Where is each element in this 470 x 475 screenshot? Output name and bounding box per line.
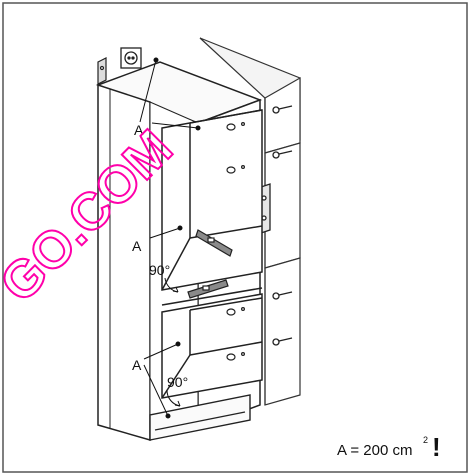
adjacent-cabinets — [199, 37, 301, 406]
power-socket-icon — [120, 47, 142, 69]
screw-icon — [272, 337, 293, 346]
angle-marker — [164, 277, 181, 407]
leader-lines — [139, 57, 201, 419]
spirit-level-icon — [187, 279, 229, 299]
label-a-lower: A — [132, 357, 142, 373]
angle-label-middle: 90° — [149, 262, 170, 278]
spirit-level-icon — [195, 229, 233, 257]
interior-screws — [226, 121, 246, 361]
screw-icon — [226, 165, 246, 174]
side-screws — [272, 105, 293, 346]
angle-label-lower: 90° — [167, 374, 188, 390]
area-exponent: 2 — [423, 435, 428, 445]
niche-openings — [161, 109, 263, 399]
screw-icon — [226, 307, 246, 316]
label-a-middle: A — [132, 238, 142, 254]
screw-icon — [272, 105, 293, 114]
area-formula: A = 200 cm — [337, 442, 412, 459]
label-a-top: A — [134, 122, 144, 138]
top-bracket-icon — [97, 57, 107, 85]
plinth — [149, 394, 251, 441]
screw-icon — [272, 150, 293, 159]
screw-icon — [272, 291, 293, 300]
warning-exclamation: ! — [432, 432, 441, 462]
screw-icon — [226, 121, 246, 131]
screw-icon — [226, 352, 246, 361]
